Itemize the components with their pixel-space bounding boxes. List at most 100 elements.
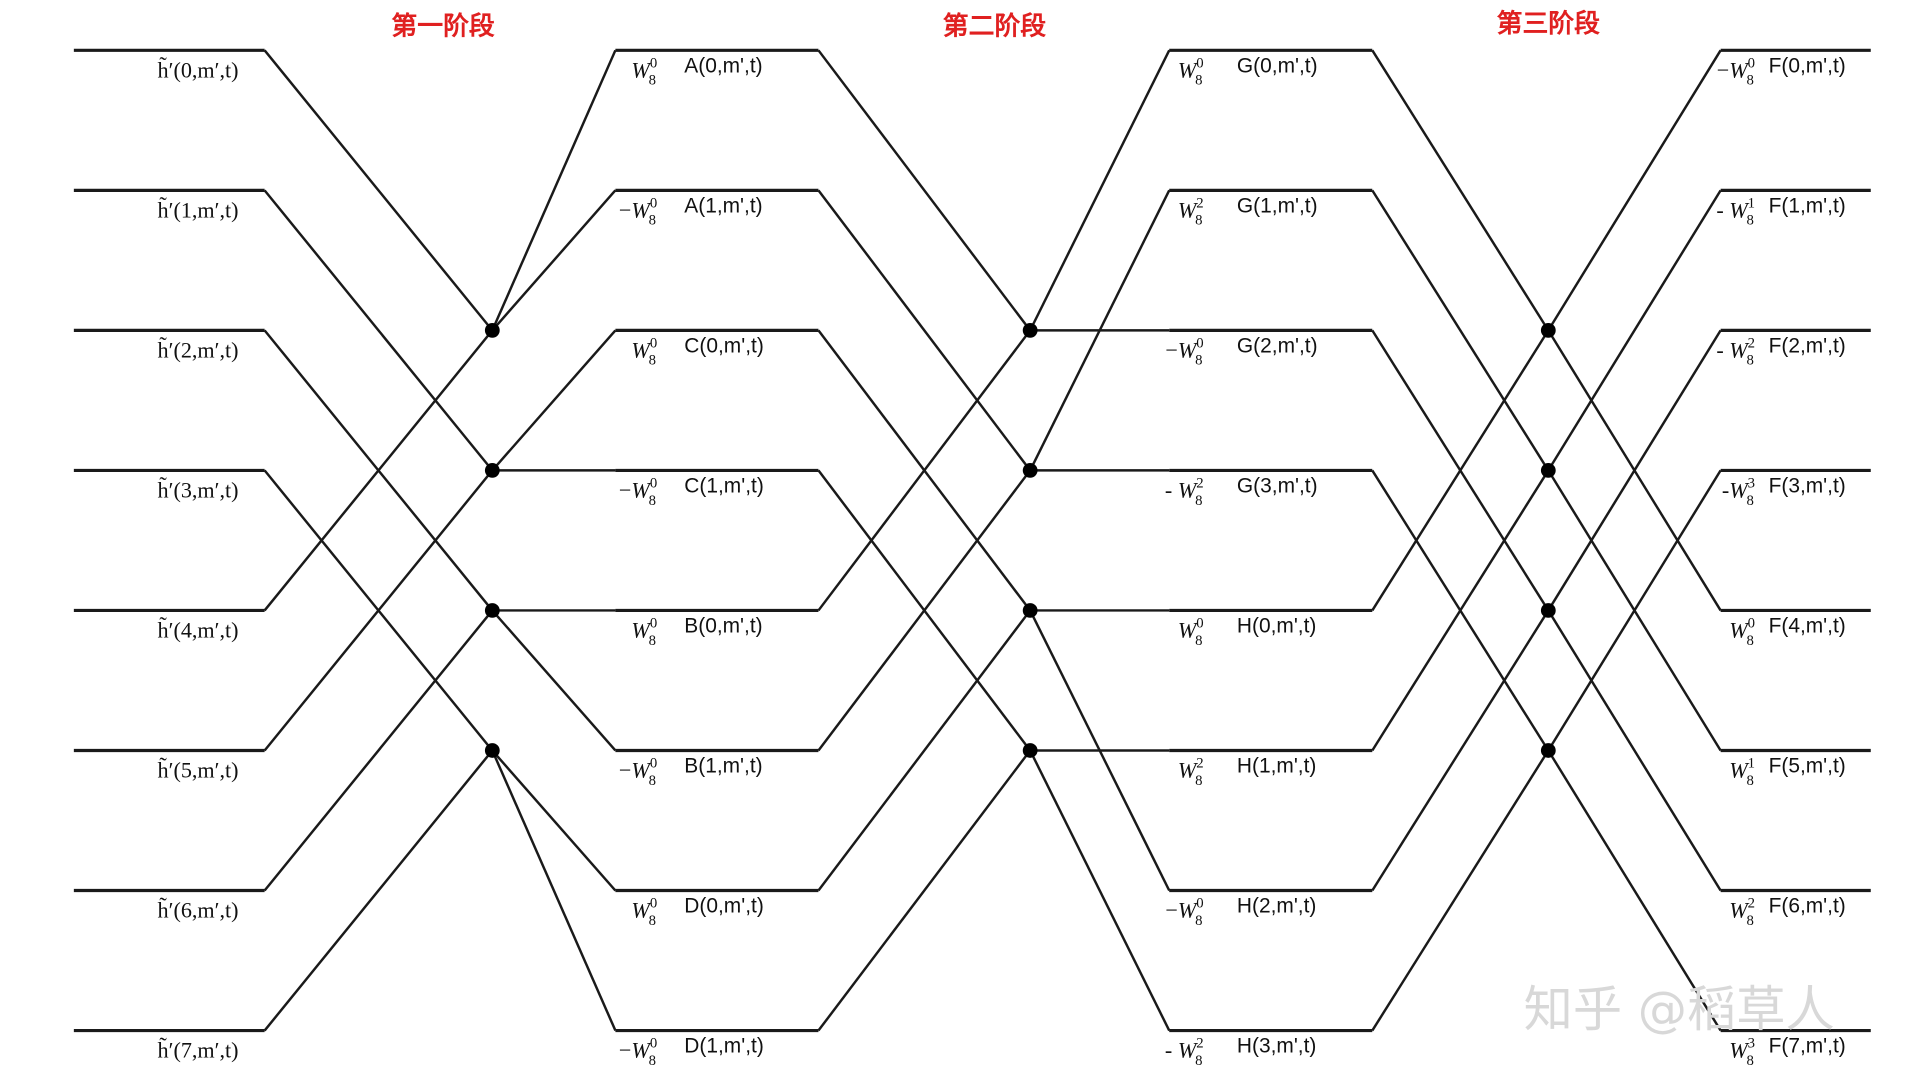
weight-base: W	[1729, 337, 1750, 362]
weight-base: W	[1178, 57, 1199, 82]
stage-3-input-wire	[1371, 749, 1550, 1032]
weight-exponent: 2	[1196, 756, 1203, 772]
stage-2-output-label: H(0,m',t)	[1237, 615, 1316, 638]
stage-3-output-label: F(0,m',t)	[1769, 54, 1846, 77]
weight-exponent: 1	[1748, 196, 1755, 212]
stage-3-output-wire	[1547, 749, 1722, 1032]
weight-exponent: 2	[1748, 336, 1755, 352]
weight-exponent: 0	[1748, 56, 1755, 72]
stage-1-output-wire	[491, 749, 617, 1032]
weight-exponent: 0	[650, 56, 657, 72]
input-label: h̃′(0,m′,t)	[158, 55, 239, 82]
stage-1-output-label: D(0,m',t)	[684, 895, 763, 918]
weight-exponent: 0	[650, 196, 657, 212]
weight-exponent: 2	[1196, 196, 1203, 212]
stage-3-output-label: F(5,m',t)	[1769, 755, 1846, 778]
stage-3-output-label: F(3,m',t)	[1769, 475, 1846, 498]
weight-sign: -	[1716, 337, 1729, 362]
stage-2-input-wire	[817, 749, 1032, 1032]
weight-sign: -	[1722, 477, 1729, 502]
weight-subscript: 8	[1195, 1053, 1202, 1069]
butterfly-node	[1540, 603, 1556, 618]
stage-2-output-wire	[1029, 49, 1171, 331]
weight-subscript: 8	[649, 353, 656, 369]
weight-exponent: 0	[650, 896, 657, 912]
weight-sign: -	[1165, 1038, 1178, 1063]
weight-sign: −	[619, 758, 632, 783]
weight-base: W	[1178, 197, 1199, 222]
stage-1-output-label: C(0,m',t)	[684, 334, 763, 357]
stage-1-output-label: A(0,m',t)	[684, 54, 762, 77]
weight-subscript: 8	[649, 1053, 656, 1069]
stage-1-input-wire	[263, 749, 494, 1032]
weight-sign: −	[1717, 57, 1730, 82]
butterfly-node	[484, 463, 500, 478]
weight-subscript: 8	[1195, 773, 1202, 789]
butterfly-node	[484, 323, 500, 338]
weight-exponent: 0	[1196, 336, 1203, 352]
weight-exponent: 2	[1196, 1036, 1203, 1052]
weight-exponent: 2	[1196, 476, 1203, 492]
weight-exponent: 2	[1748, 896, 1755, 912]
input-label: h̃′(6,m′,t)	[158, 895, 239, 922]
stage-2-output-label: H(1,m',t)	[1237, 755, 1316, 778]
stage-1-output-wire	[491, 609, 617, 752]
stage-3-output-label: F(6,m',t)	[1769, 895, 1846, 918]
stage-1-input-wire	[263, 609, 494, 892]
weight-exponent: 0	[1196, 616, 1203, 632]
weight-base: W	[631, 617, 652, 642]
stage-2-input-wire	[817, 329, 1032, 612]
stage-3-output-wire	[1547, 469, 1722, 752]
butterfly-node	[484, 743, 500, 758]
weight-exponent: 1	[1748, 756, 1755, 772]
stage-1-output-label: B(1,m',t)	[684, 755, 762, 778]
stage-2-output-label: H(3,m',t)	[1237, 1035, 1316, 1058]
stage-3-input-wire	[1371, 49, 1550, 332]
stage-2-output-wire	[1029, 189, 1171, 471]
weight-exponent: 0	[650, 336, 657, 352]
watermark: 知乎 @稻草人	[1524, 980, 1835, 1038]
stage-2-output-label: G(3,m',t)	[1237, 475, 1318, 498]
weight-sign: −	[1165, 337, 1178, 362]
weight-base: W	[1178, 337, 1199, 362]
weight-subscript: 8	[1195, 633, 1202, 649]
butterfly-node	[1540, 323, 1556, 338]
stage-1-output-label: D(1,m',t)	[684, 1035, 763, 1058]
weight-sign: −	[619, 1038, 632, 1063]
input-label: h̃′(1,m′,t)	[158, 195, 239, 222]
butterfly-node	[1022, 463, 1038, 478]
butterfly-node	[1540, 463, 1556, 478]
weight-exponent: 3	[1748, 1036, 1755, 1052]
weight-exponent: 0	[650, 756, 657, 772]
weight-sign: -	[1716, 197, 1729, 222]
stage-1-input-wire	[263, 469, 494, 752]
weight-base: W	[1178, 617, 1199, 642]
weight-exponent: 0	[650, 616, 657, 632]
weight-subscript: 8	[649, 493, 656, 509]
weight-subscript: 8	[1195, 213, 1202, 229]
weight-base: W	[631, 337, 652, 362]
weight-subscript: 8	[649, 633, 656, 649]
butterfly-node	[1540, 743, 1556, 758]
weight-subscript: 8	[1746, 353, 1753, 369]
input-label: h̃′(7,m′,t)	[158, 1035, 239, 1062]
stage-2-input-wire	[817, 189, 1032, 472]
butterfly-node	[484, 603, 500, 618]
stage-3-output-wire	[1547, 329, 1722, 612]
weight-base: W	[1729, 57, 1750, 82]
stage-2-input-wire	[817, 609, 1032, 892]
